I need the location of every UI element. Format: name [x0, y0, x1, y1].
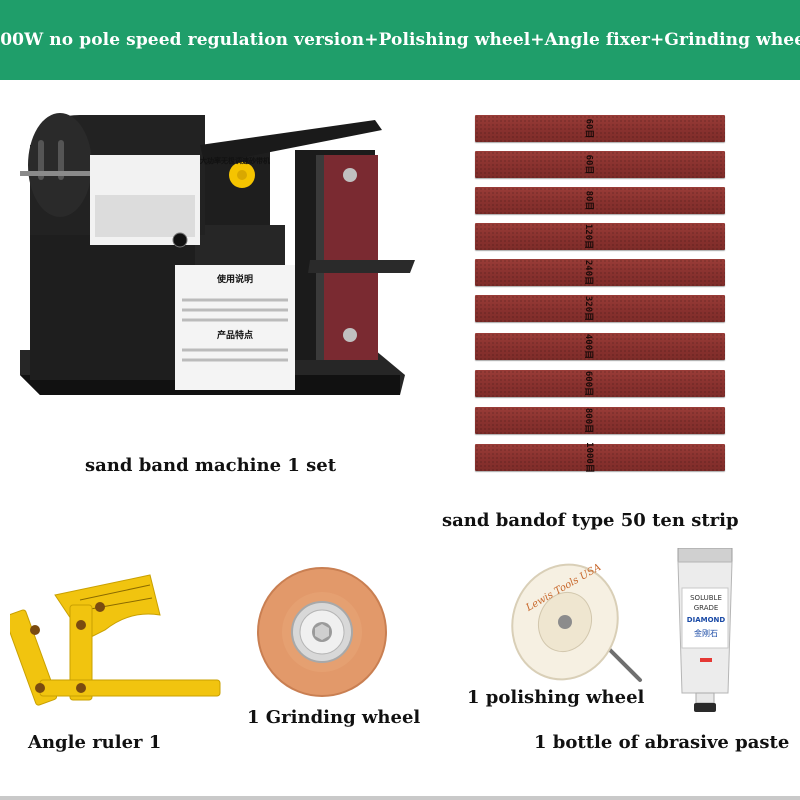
sanding-strip: 60目	[475, 151, 725, 178]
banner-title: 800W no pole speed regulation version+Po…	[0, 30, 800, 50]
polishing-wheel-icon: Lewis Tools USA	[511, 562, 642, 682]
belt-sander-machine-icon: 大功率无极调速砂带机 使用说明 产品特点	[20, 113, 415, 395]
grinding-wheel-icon	[257, 567, 387, 697]
grinding-wheel-image	[255, 565, 390, 700]
tube-text-soluble: SOLUBLE	[690, 594, 722, 602]
strips-caption: sand bandof type 50 ten strip	[442, 510, 739, 531]
angle-ruler-icon	[4, 574, 221, 706]
angle-ruler-image	[4, 570, 225, 720]
strip-grit-label: 320目	[583, 295, 594, 322]
strip-grit-label: 800目	[583, 407, 594, 434]
strip-grit-label: 1000目	[583, 442, 594, 473]
strip-grit-label: 120目	[583, 223, 594, 250]
paste-tube-icon: SOLUBLE GRADE DIAMOND 金刚石	[677, 547, 733, 712]
strip-grit-label: 60目	[583, 118, 594, 139]
polishing-wheel-image: Lewis Tools USA	[510, 560, 650, 685]
machine-manual-title: 使用说明	[216, 273, 253, 285]
machine-caption: sand band machine 1 set	[85, 455, 337, 476]
sanding-strip: 60目	[475, 115, 725, 142]
sanding-strip: 240目	[475, 259, 725, 286]
sanding-strip: 400目	[475, 333, 725, 360]
sanding-strip: 800目	[475, 407, 725, 434]
machine-panel-title: 大功率无极调速砂带机	[200, 156, 270, 165]
tube-text-jingangshi: 金刚石	[694, 628, 718, 638]
sanding-strip: 120目	[475, 223, 725, 250]
paste-caption: 1 bottle of abrasive paste	[534, 732, 790, 753]
machine-features-title: 产品特点	[217, 329, 253, 341]
title-banner: 800W no pole speed regulation version+Po…	[0, 0, 800, 80]
grinding-caption: 1 Grinding wheel	[247, 707, 421, 728]
strip-grit-label: 600目	[583, 370, 594, 397]
sanding-strip: 320目	[475, 295, 725, 322]
ruler-caption: Angle ruler 1	[28, 732, 162, 753]
strip-grit-label: 240目	[583, 259, 594, 286]
polishing-caption: 1 polishing wheel	[467, 687, 645, 708]
strip-grit-label: 80目	[583, 190, 594, 211]
strip-grit-label: 60目	[583, 154, 594, 175]
tube-text-diamond: DIAMOND	[687, 616, 726, 624]
sanding-strip: 80目	[475, 187, 725, 214]
tube-text-grade: GRADE	[694, 604, 719, 612]
paste-tube-image: SOLUBLE GRADE DIAMOND 金刚石	[670, 547, 740, 713]
sanding-strip: 600目	[475, 370, 725, 397]
bottom-divider	[0, 796, 800, 800]
strip-grit-label: 400目	[583, 333, 594, 360]
sanding-strip: 1000目	[475, 442, 725, 473]
belt-sander-machine-image: 大功率无极调速砂带机 使用说明 产品特点	[20, 105, 420, 425]
